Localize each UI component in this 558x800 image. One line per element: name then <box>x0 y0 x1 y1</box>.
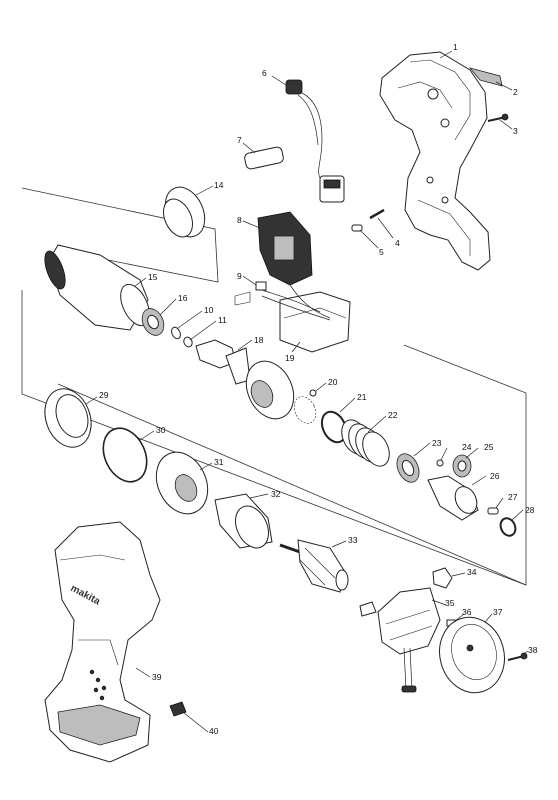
label-29: 29 <box>99 390 109 400</box>
label-10: 10 <box>204 305 214 315</box>
label-1: 1 <box>453 42 458 52</box>
connector-part-9 <box>255 281 267 291</box>
controller-part <box>261 284 351 353</box>
label-36: 36 <box>462 607 472 617</box>
screw-part-3 <box>487 113 509 122</box>
label-8: 8 <box>237 215 242 225</box>
ring-part-10 <box>171 326 181 340</box>
label-15: 15 <box>148 272 158 282</box>
pin-part-27 <box>487 507 499 515</box>
label-20: 20 <box>328 377 338 387</box>
switch-lever-part <box>244 146 284 170</box>
label-25: 25 <box>484 442 494 452</box>
part-number-labels: 1 2 3 4 5 6 7 8 9 10 11 14 15 16 18 19 2… <box>99 42 538 736</box>
hammer-case-part <box>44 244 150 331</box>
label-40: 40 <box>209 726 219 736</box>
label-11: 11 <box>218 315 227 325</box>
label-23: 23 <box>432 438 442 448</box>
switch-part <box>257 211 313 286</box>
name-plate-part <box>468 67 503 87</box>
label-22: 22 <box>388 410 398 420</box>
washer-part-16 <box>141 308 165 336</box>
housing-makita-part: makita <box>44 521 161 763</box>
sensor-clip-part <box>432 567 453 589</box>
compression-spring-part <box>341 419 390 467</box>
label-3: 3 <box>513 126 518 136</box>
label-35: 35 <box>445 598 455 608</box>
label-19: 19 <box>285 353 295 363</box>
label-24: 24 <box>462 442 472 452</box>
label-21: 21 <box>357 392 367 402</box>
o-ring-part-21 <box>320 410 348 444</box>
bearing-retainer-part <box>245 360 295 420</box>
spur-gear-part <box>452 454 472 478</box>
led-circuit-part <box>285 79 345 203</box>
label-39: 39 <box>152 672 162 682</box>
pin-part-4 <box>369 208 385 220</box>
label-30: 30 <box>156 425 166 435</box>
screw-part-38 <box>507 652 528 661</box>
label-28: 28 <box>525 505 535 515</box>
fan-board-part <box>359 587 441 693</box>
label-33: 33 <box>348 535 358 545</box>
sleeve-ring-part-14 <box>162 186 206 238</box>
label-14: 14 <box>214 180 224 190</box>
label-7: 7 <box>237 135 242 145</box>
label-6: 6 <box>262 68 267 78</box>
label-34: 34 <box>467 567 477 577</box>
anvil-part <box>195 339 251 385</box>
bumper-ring-part <box>44 388 92 448</box>
assembly-outline-boxes <box>21 187 527 586</box>
label-31: 31 <box>214 457 224 467</box>
label-16: 16 <box>178 293 188 303</box>
rod-part-5 <box>351 224 363 232</box>
stator-part <box>214 493 273 549</box>
steel-ball-part <box>293 389 317 424</box>
ball-part-24 <box>436 459 444 467</box>
spindle-part <box>427 475 479 521</box>
rotor-part <box>279 539 349 593</box>
ring-part-11 <box>183 336 193 348</box>
label-38: 38 <box>528 645 538 655</box>
housing-set-part <box>379 51 491 271</box>
gear-housing-part <box>155 451 209 515</box>
label-4: 4 <box>395 238 400 248</box>
clip-part-40 <box>169 701 187 717</box>
label-37: 37 <box>493 607 503 617</box>
ring-part-28 <box>499 517 517 537</box>
o-ring-part-30 <box>102 427 148 483</box>
leader-lines <box>85 50 529 733</box>
label-9: 9 <box>237 271 242 281</box>
label-5: 5 <box>379 247 384 257</box>
label-32: 32 <box>271 489 281 499</box>
label-18: 18 <box>254 335 264 345</box>
flat-washer-part-23 <box>396 453 420 483</box>
label-26: 26 <box>490 471 500 481</box>
rear-cover-part <box>439 616 505 694</box>
label-2: 2 <box>513 87 518 97</box>
label-27: 27 <box>508 492 518 502</box>
